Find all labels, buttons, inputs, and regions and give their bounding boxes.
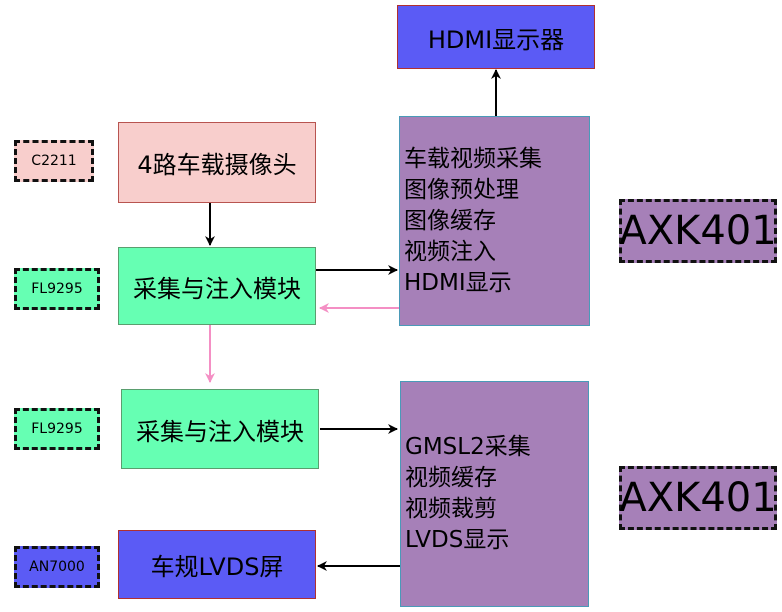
fpga-bottom-block: GMSL2采集 视频缓存 视频裁剪 LVDS显示	[400, 381, 589, 607]
fpga-bottom-line-3: 视频裁剪	[405, 496, 497, 522]
hdmi-display-label: HDMI显示器	[427, 25, 565, 54]
serdes-chip-label-2: FL9295	[31, 421, 83, 437]
capture-inject-module-2-label: 采集与注入模块	[136, 417, 304, 446]
fpga-bottom-chip-label: AXK401	[619, 475, 777, 521]
fpga-bottom-line-2: 视频缓存	[405, 465, 497, 491]
fpga-top-line-2: 图像预处理	[404, 176, 519, 203]
fpga-top-block: 车载视频采集 图像预处理 图像缓存 视频注入 HDMI显示	[399, 116, 590, 326]
fpga-top-line-4: 视频注入	[404, 238, 496, 265]
capture-inject-module-1-label: 采集与注入模块	[133, 274, 301, 303]
fpga-bottom-line-4: LVDS显示	[405, 527, 510, 553]
fpga-bottom-line-1: GMSL2采集	[405, 434, 531, 460]
fpga-top-line-1: 车载视频采集	[404, 145, 542, 172]
screen-chip-label: AN7000	[29, 559, 85, 575]
camera-block: 4路车载摄像头	[118, 122, 316, 203]
hdmi-display-block: HDMI显示器	[397, 5, 595, 69]
camera-chip-tag: C2211	[14, 140, 94, 182]
serdes-chip-tag-2: FL9295	[14, 408, 100, 450]
camera-label: 4路车载摄像头	[137, 151, 297, 179]
camera-chip-label: C2211	[31, 153, 77, 169]
fpga-top-line-3: 图像缓存	[404, 207, 496, 234]
fpga-bottom-chip-tag: AXK401	[619, 466, 777, 530]
serdes-chip-tag-1: FL9295	[14, 268, 100, 310]
capture-inject-module-1: 采集与注入模块	[118, 247, 316, 325]
lvds-screen-label: 车规LVDS屏	[150, 553, 284, 581]
serdes-chip-label-1: FL9295	[31, 281, 83, 297]
lvds-screen-block: 车规LVDS屏	[118, 530, 316, 599]
screen-chip-tag: AN7000	[14, 546, 100, 588]
capture-inject-module-2: 采集与注入模块	[121, 389, 319, 469]
fpga-top-chip-tag: AXK401	[619, 199, 777, 263]
fpga-top-chip-label: AXK401	[619, 208, 777, 254]
fpga-top-line-5: HDMI显示	[404, 269, 512, 296]
